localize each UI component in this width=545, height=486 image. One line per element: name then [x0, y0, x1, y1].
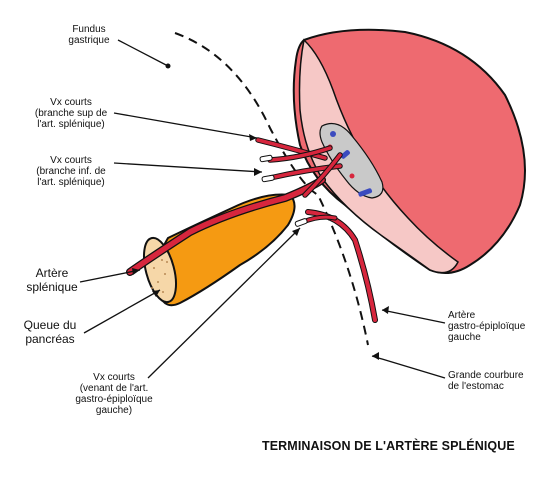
stomach-greater-curvature — [174, 32, 369, 346]
label-vx-courts-gastro: Vx courts (venant de l'art. gastro-épipl… — [75, 372, 153, 416]
label-artere-splenique: Artère splénique — [26, 266, 78, 294]
label-queue-pancreas: Queue du pancréas — [23, 318, 77, 346]
leader-lines — [79, 39, 446, 379]
label-fundus: Fundus gastrique — [68, 24, 110, 46]
hilum-vessel-2 — [340, 150, 350, 159]
label-vx-courts-inf: Vx courts (branche inf. de l'art. spléni… — [36, 155, 106, 188]
diagram-title: TERMINAISON DE L'ARTÈRE SPLÉNIQUE — [262, 439, 515, 453]
splenic-artery — [127, 177, 325, 275]
arrow-grande-courbure — [372, 352, 379, 360]
spleen-hilum — [319, 123, 384, 199]
hilum-vessel-3 — [358, 188, 373, 197]
label-vx-courts-sup: Vx courts (branche sup de l'art. spléniq… — [34, 97, 108, 130]
arrow-vx-inf — [254, 168, 262, 176]
spleen-body — [292, 28, 526, 275]
short-vessel-sup — [256, 138, 327, 160]
short-vessel-sup2 — [268, 146, 332, 162]
arrow-artere-gastro — [382, 306, 389, 314]
pancreas-body — [155, 193, 296, 307]
hilum-vessel-1 — [330, 131, 336, 137]
arrow-artere — [132, 268, 140, 275]
label-grande-courbure: Grande courbure de l'estomac — [448, 370, 524, 392]
fundus-dot — [165, 63, 171, 69]
label-artere-gastro: Artère gastro-épiploïque gauche — [448, 310, 526, 343]
short-vessel-branch — [303, 153, 342, 197]
spleen — [292, 28, 526, 275]
hilum-vessel-5 — [349, 173, 355, 179]
arrow-vx-gastro — [292, 228, 300, 236]
arrow-pancreas — [152, 290, 160, 297]
arteries — [126, 137, 378, 323]
arrow-vx-sup — [249, 134, 257, 141]
vessel-cut-ends — [259, 154, 308, 227]
gastro-epiploic-artery-outline — [305, 209, 378, 323]
